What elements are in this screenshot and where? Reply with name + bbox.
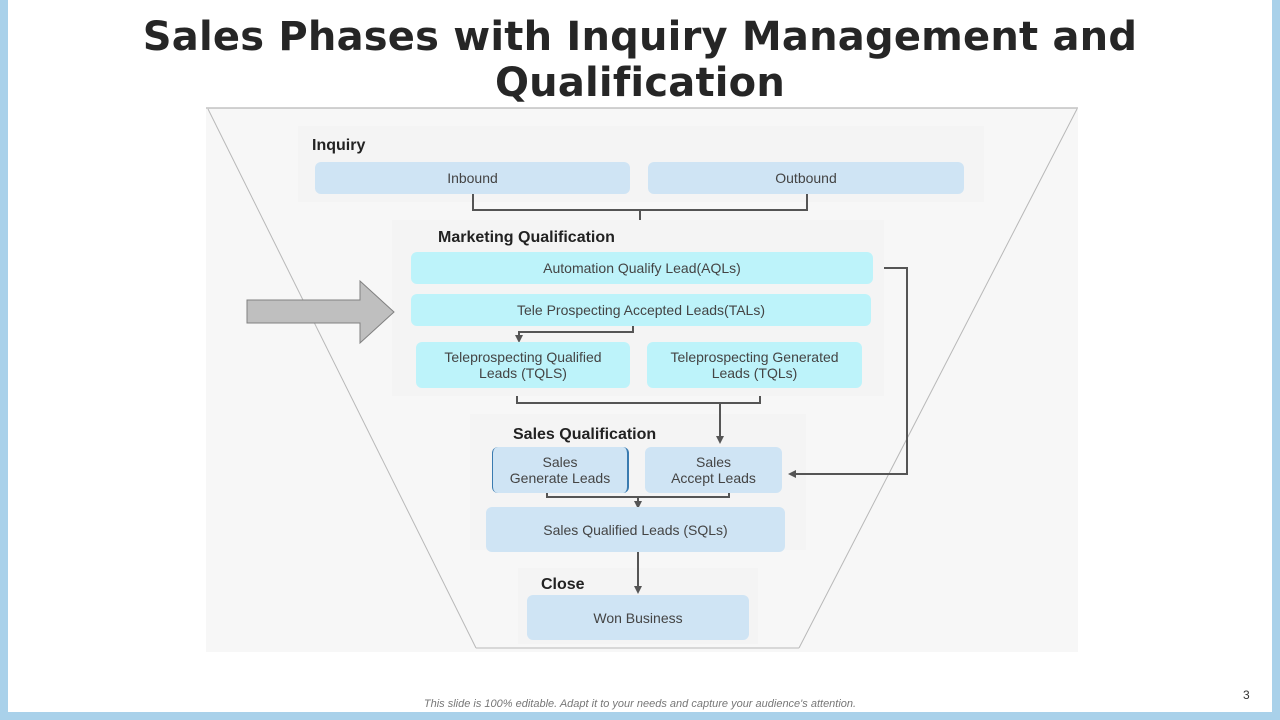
tgls-box[interactable]: Teleprospecting Generated Leads (TQLs) <box>647 342 862 388</box>
page-number: 3 <box>1243 688 1250 702</box>
inquiry-label: Inquiry <box>312 137 366 154</box>
sales-qualification-label: Sales Qualification <box>513 426 657 443</box>
tqls-line2: Leads (TQLS) <box>479 365 567 381</box>
tqls-line1: Teleprospecting Qualified <box>444 349 602 365</box>
footer-note: This slide is 100% editable. Adapt it to… <box>423 698 857 710</box>
outbound-box[interactable]: Outbound <box>648 162 964 194</box>
sales-accept-line1: Sales <box>695 454 732 470</box>
sql-box[interactable]: Sales Qualified Leads (SQLs) <box>486 507 785 552</box>
sales-generate-line1: Sales <box>542 454 578 470</box>
sales-generate-line2: Generate Leads <box>509 470 611 486</box>
marketing-qualification-label: Marketing Qualification <box>438 229 615 246</box>
sales-accept-line2: Accept Leads <box>671 470 756 486</box>
sales-accept-leads-box[interactable]: Sales Accept Leads <box>645 447 782 493</box>
tqls-box[interactable]: Teleprospecting Qualified Leads (TQLS) <box>416 342 630 388</box>
inbound-box[interactable]: Inbound <box>315 162 630 194</box>
tal-box[interactable]: Tele Prospecting Accepted Leads(TALs) <box>411 294 871 326</box>
won-business-box[interactable]: Won Business <box>527 595 749 640</box>
aql-box[interactable]: Automation Qualify Lead(AQLs) <box>411 252 873 284</box>
tgls-line2: Leads (TQLs) <box>711 365 798 381</box>
close-label: Close <box>541 576 585 593</box>
tgls-line1: Teleprospecting Generated <box>670 349 839 365</box>
slide-title: Sales Phases with Inquiry Management and… <box>142 14 1138 106</box>
sales-generate-leads-box[interactable]: Sales Generate Leads <box>492 447 629 493</box>
